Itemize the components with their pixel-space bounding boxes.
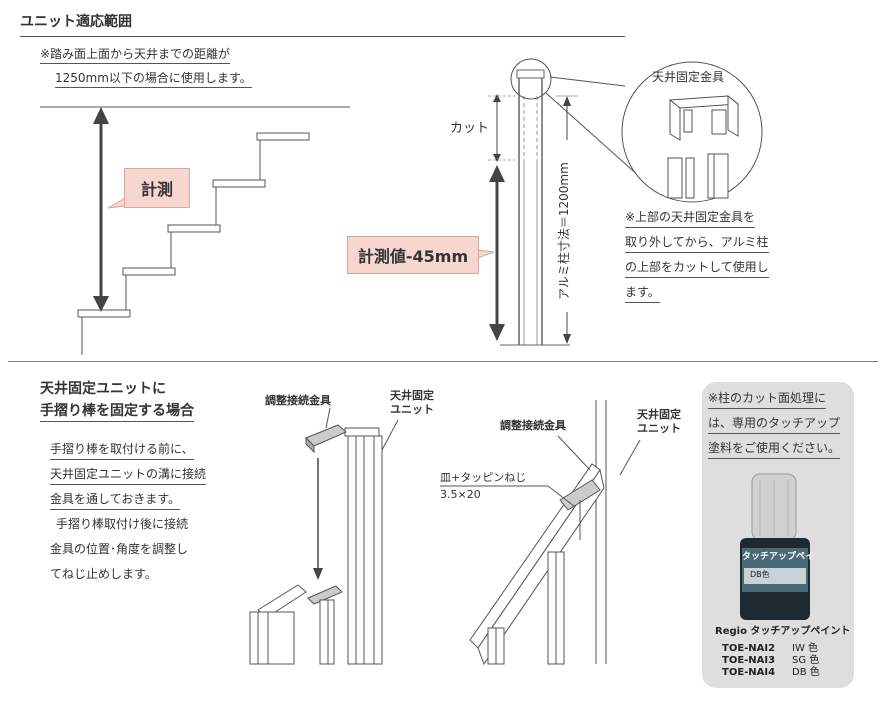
body-line-2: 天井固定ユニットの溝に接続	[50, 467, 207, 485]
body-line-6: てねじ止めします。	[50, 567, 157, 581]
section1-title-rule	[20, 36, 625, 37]
product-color: DB 色	[792, 667, 820, 678]
bottle-sublabel: DB色	[750, 570, 770, 579]
diagram1-unit-label-line1: 天井固定	[390, 389, 434, 402]
body-line-5: 金具の位置･角度を調整し	[50, 542, 189, 556]
section-divider	[8, 361, 878, 362]
body-line-1: 手摺り棒を取付ける前に、	[50, 442, 194, 460]
stair-steps	[77, 132, 310, 355]
measured-value-callout: 計測値-45mm	[347, 236, 479, 274]
fixture-label: 天井固定金具	[652, 70, 725, 84]
diagram1-unit-leader	[381, 419, 399, 451]
section2-body: 手摺り棒を取付ける前に、 天井固定ユニットの溝に接続 金具を通しておきます。 手…	[50, 437, 207, 587]
slide-arrow	[313, 458, 323, 580]
product-row: TOE-NAI2 IW 色	[722, 643, 820, 655]
screw-leader-diagonal	[547, 485, 575, 507]
bottle-label: タッチアップペイ	[742, 552, 815, 562]
measured-value-label: 計測値-45mm	[357, 247, 469, 266]
product-color: IW 色	[792, 643, 819, 654]
diagram1-bracket-label: 調整接続金具	[265, 394, 331, 407]
bottle-drawing	[740, 473, 810, 620]
cut-instruction-line-4: ます。	[625, 285, 660, 303]
range-note-line1: ※踏み面上面から天井までの距離が	[40, 48, 231, 64]
product-code: TOE-NAI3	[722, 655, 776, 666]
diagram2-bracket-leader	[557, 435, 591, 471]
cut-dimension	[488, 94, 515, 162]
cut-instruction-line-3: の上部をカットして使用し	[625, 260, 769, 278]
measure-callout: 計測	[124, 168, 190, 208]
product-code: TOE-NAI2	[722, 643, 776, 654]
product-code: TOE-NAI4	[722, 667, 776, 678]
product-row: TOE-NAI4 DB 色	[722, 667, 820, 679]
ceiling-fixture-drawing	[667, 94, 740, 199]
pillar-dimension-arrow	[556, 95, 578, 344]
diagram1-bracket-leader	[325, 407, 331, 429]
aluminium-pillar	[500, 69, 570, 346]
diagram1-unit-label-line2: ユニット	[390, 403, 434, 416]
touchup-product-list: TOE-NAI2 IW 色 TOE-NAI3 SG 色 TOE-NAI4 DB 色	[722, 643, 820, 679]
measure-arrow	[93, 107, 109, 312]
touchup-product-name: Regio タッチアップペイント	[715, 626, 851, 637]
measure-label: 計測	[140, 180, 173, 199]
diagram2-unit-label-line1: 天井固定	[637, 408, 681, 421]
diagram2-unit-label-line2: ユニット	[637, 422, 681, 435]
section1-title: ユニット適応範囲	[20, 14, 132, 30]
body-line-3: 金具を通しておきます。	[50, 492, 181, 510]
product-row: TOE-NAI3 SG 色	[722, 655, 820, 667]
unit-diagram-1	[249, 424, 383, 665]
measured-value-arrow	[489, 165, 505, 341]
detail-connector-top	[549, 76, 626, 87]
diagram2-unit-leader	[619, 439, 641, 476]
screw-label-line1: 皿+タッピンねじ	[440, 471, 527, 484]
touchup-note-line-2: は、専用のタッチアップ	[708, 416, 841, 434]
cut-label: カット	[450, 121, 490, 136]
body-line-4: 手摺り棒取付け後に接続	[56, 517, 189, 531]
cut-instructions: ※上部の天井固定金具を 取り外してから、アルミ柱 の上部をカットして使用し ます…	[625, 205, 769, 305]
touchup-note-line-1: ※柱のカット面処理に	[708, 391, 827, 409]
section2-title-line2: 手摺り棒を固定する場合	[40, 404, 194, 422]
range-note-line2: 1250mm以下の場合に使用します。	[55, 72, 252, 88]
touchup-note: ※柱のカット面処理に は、専用のタッチアップ 塗料をご使用ください。	[708, 386, 841, 461]
diagram2-bracket-label: 調整接続金具	[500, 419, 566, 432]
cut-instruction-line-1: ※上部の天井固定金具を	[625, 210, 756, 228]
cut-instruction-line-2: 取り外してから、アルミ柱	[625, 235, 769, 253]
detail-circle-small	[510, 58, 552, 100]
screw-label-line2: 3.5×20	[440, 488, 481, 501]
product-color: SG 色	[792, 655, 820, 666]
unit-diagram-2	[469, 400, 607, 666]
detail-connector-bottom	[545, 92, 641, 178]
touchup-note-line-3: 塗料をご使用ください。	[708, 441, 841, 459]
section2-title-line1: 天井固定ユニットに	[40, 381, 166, 397]
